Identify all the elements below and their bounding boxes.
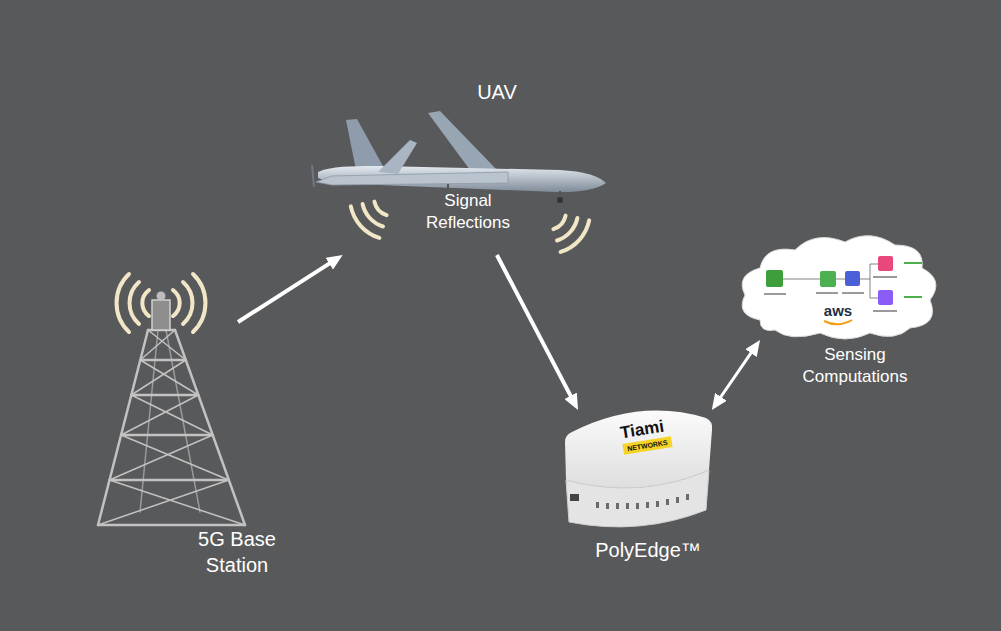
- antenna-symbol: [152, 300, 170, 330]
- uav-node: UAV Signal Reflections: [340, 78, 610, 255]
- uav-illustration: [312, 111, 606, 203]
- antenna-tip: [157, 292, 166, 301]
- radio-waves: [117, 274, 206, 332]
- node-caption: 5G Base Station: [182, 526, 292, 578]
- cloud-logo: aws: [824, 302, 852, 319]
- node-caption: Signal Reflections: [418, 190, 518, 234]
- signal-arrow: [238, 260, 334, 322]
- cloud-node: Sensing Computations: [760, 235, 950, 390]
- reflection-arrow: [497, 255, 574, 401]
- data-link: [717, 348, 754, 402]
- node-caption: PolyEdge™: [573, 538, 723, 562]
- base-station-node: 5G Base Station: [95, 322, 295, 580]
- tower-symbol: [98, 330, 245, 525]
- node-title: UAV: [437, 80, 557, 104]
- cloud-shape: [742, 236, 936, 339]
- router-device: [565, 411, 712, 527]
- node-caption: Sensing Computations: [790, 344, 920, 388]
